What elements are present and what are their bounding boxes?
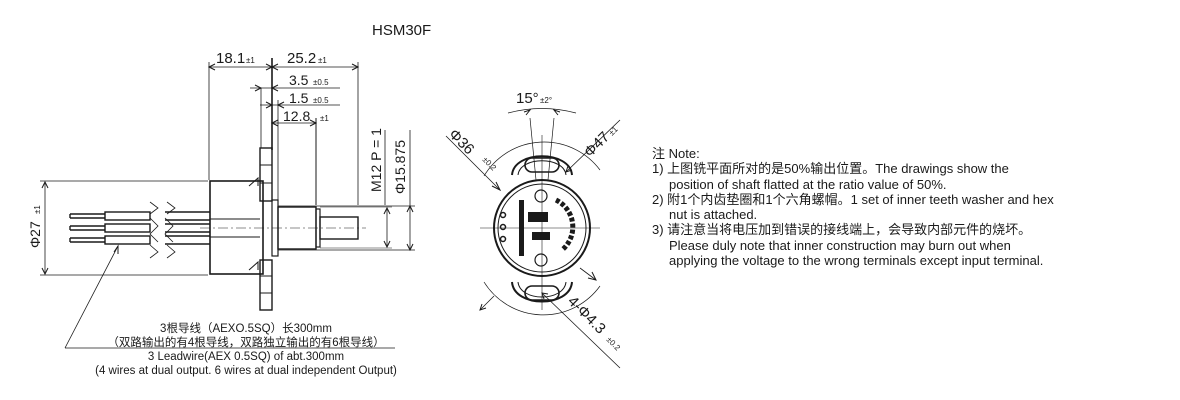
dim-holes-tol: ±0.2 [605, 335, 623, 353]
lead-wire-line-cn: 3根导线（AEXO.5SQ）长300mm [160, 323, 332, 335]
dim-bushing-length-tol: ±1 [320, 114, 329, 123]
dim-angle: 15° [516, 90, 539, 107]
dim-body-length-tol: ±1 [246, 56, 255, 65]
dim-shaft-length: 25.2 [287, 50, 316, 67]
dim-flange-offset-tol: ±0.5 [313, 78, 329, 87]
dim-front-body-diameter-tol: ±0.2 [481, 155, 499, 173]
dim-body-diameter: Φ27 [27, 221, 43, 248]
dim-shaft-length-tol: ±1 [318, 56, 327, 65]
dim-front-body-diameter: Φ36 [445, 126, 477, 158]
dim-mount-diameter-tol: ±1 [607, 124, 620, 137]
dim-flange-thickness-tol: ±0.5 [313, 96, 329, 105]
notes-heading: 注 Note: [652, 146, 700, 161]
dim-shaft-diameter: Φ15.875 [392, 140, 408, 194]
dim-body-length: 18.1 [216, 50, 245, 67]
drawing-title: HSM30F [372, 22, 432, 39]
notes-block: 注 Note: 1) 上图铣平面所对的是50%输出位置。The drawings… [652, 146, 1054, 268]
dim-bushing-length: 12.8 [283, 108, 310, 124]
note-1: 1) 上图铣平面所对的是50%输出位置。The drawings show th… [652, 161, 1009, 192]
dim-flange-offset: 3.5 [289, 72, 309, 88]
dim-body-diameter-tol: ±1 [33, 205, 42, 214]
lead-wire-line-en: 3 Leadwire(AEX 0.5SQ) of abt.300mm [147, 351, 345, 363]
dim-flange-thickness: 1.5 [289, 90, 309, 106]
lead-wire-line-cn-note: （双路输出的有4根导线，双路独立输出的有6根导线） [107, 337, 385, 349]
dim-angle-tol: ±2° [540, 96, 552, 105]
lead-wire-callout: 3根导线（AEXO.5SQ）长300mm （双路输出的有4根导线，双路独立输出的… [62, 322, 430, 378]
dim-holes: 4-Φ4.3 [564, 293, 609, 338]
dim-thread: M12 P = 1 [368, 128, 384, 192]
lead-wire-line-en-note: (4 wires at dual output. 6 wires at dual… [95, 365, 397, 377]
note-3: 3) 请注意当将电压加到错误的接线端上，会导致内部元件的烧坏。 Please d… [652, 222, 1044, 269]
note-2: 2) 附1个内齿垫圈和1个六角螺帽。1 set of inner teeth w… [652, 191, 1054, 223]
